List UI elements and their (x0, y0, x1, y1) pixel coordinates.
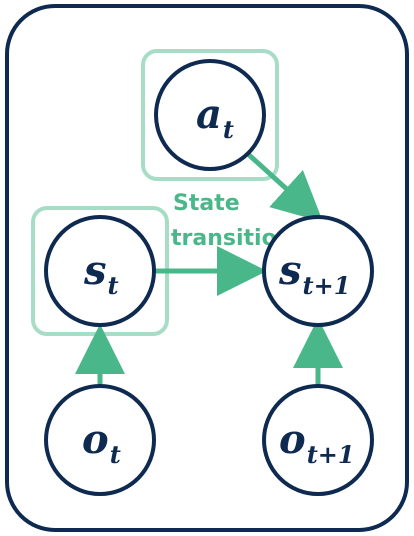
node-s-t1-sub: t+1 (303, 271, 351, 300)
node-s-t: st (44, 215, 156, 327)
edge-label-line1: State (173, 191, 240, 216)
node-o-t1-main: o (279, 416, 306, 463)
node-s-t-sub: t (108, 271, 119, 300)
node-o-t1: ot+1 (262, 384, 374, 496)
node-a-t-main: a (196, 91, 222, 138)
svg-text:at: at (196, 91, 234, 144)
highlight-box-a-t (141, 49, 279, 181)
outer-frame (5, 4, 409, 532)
node-o-t-sub: t (110, 440, 121, 469)
svg-text:st+1: st+1 (278, 247, 350, 300)
svg-text:st: st (83, 247, 119, 300)
svg-text:ot+1: ot+1 (279, 416, 355, 469)
node-o-t-main: o (82, 416, 109, 463)
node-s-t1-main: s (278, 247, 302, 294)
node-a-t-sub: t (223, 115, 234, 144)
node-a-t: at (154, 59, 266, 171)
node-s-t1: st+1 (262, 215, 374, 327)
node-s-t-main: s (83, 247, 107, 294)
node-o-t: ot (44, 384, 156, 496)
edge-a-t-to-s-t1 (246, 152, 324, 223)
node-o-t1-sub: t+1 (307, 440, 355, 469)
svg-text:ot: ot (82, 416, 121, 469)
